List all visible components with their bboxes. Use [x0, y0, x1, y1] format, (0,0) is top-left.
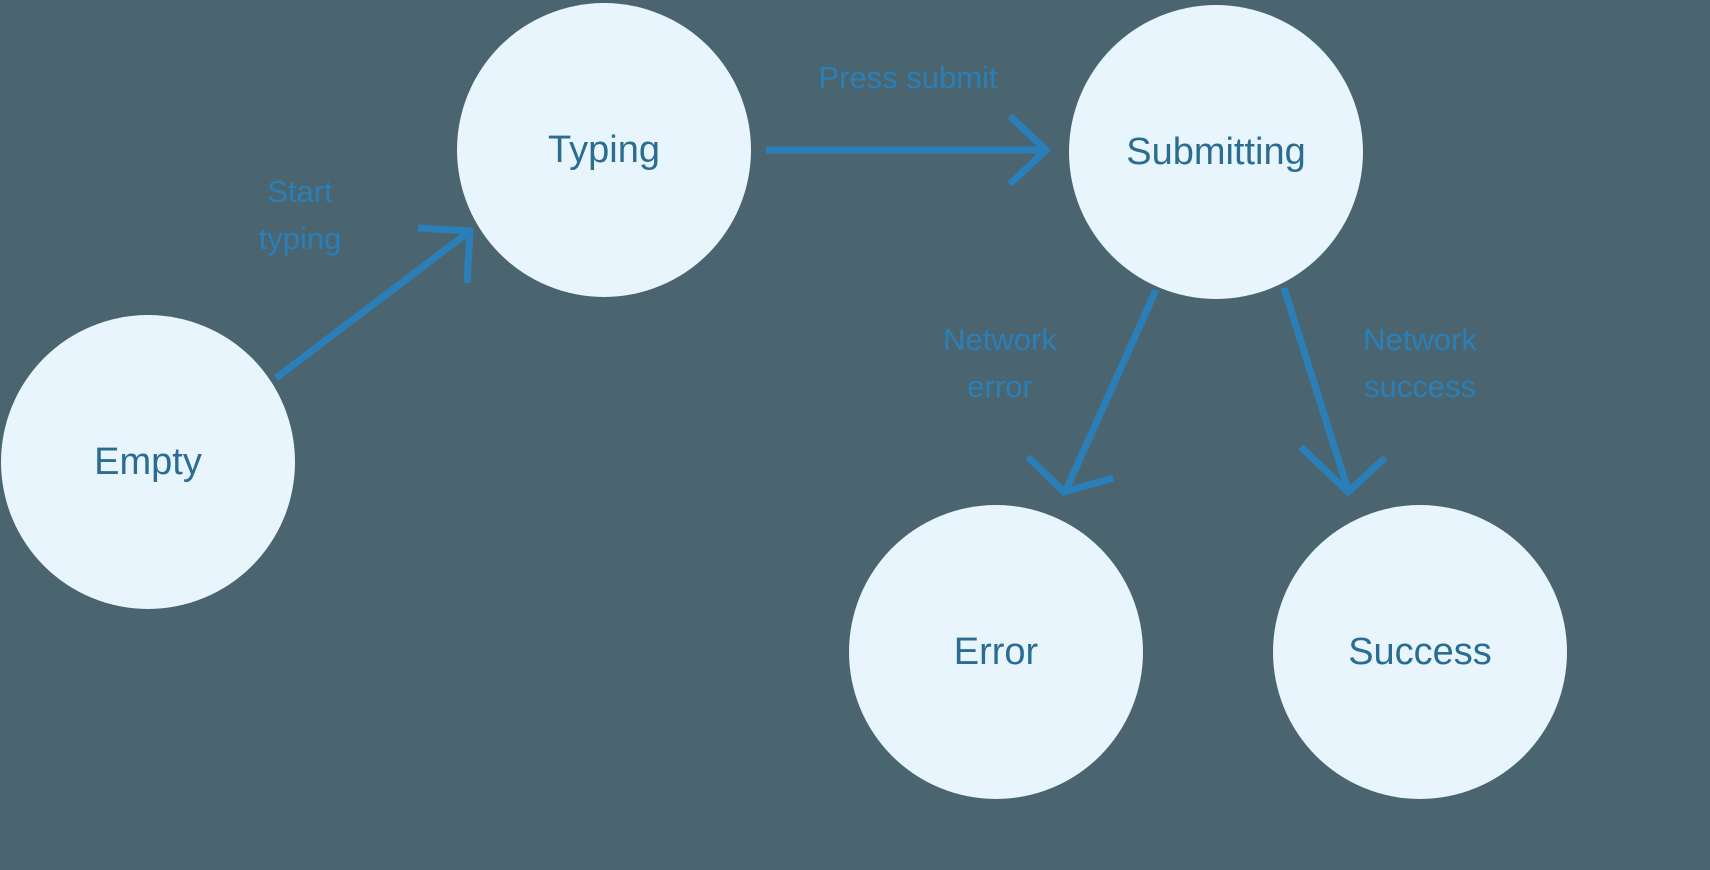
edge-submitting-to-error [1025, 288, 1160, 496]
node-error-circle[interactable] [849, 505, 1143, 799]
edge-submitting-to-success [1280, 286, 1388, 497]
node-success-circle[interactable] [1273, 505, 1567, 799]
edge-label-press-submit: Press submit [818, 60, 998, 95]
arrowhead-typing-to-submitting [1007, 113, 1052, 187]
node-submitting-circle[interactable] [1069, 5, 1363, 299]
node-success-label: Success [1348, 631, 1492, 673]
edge-line-submitting-to-success [1280, 286, 1352, 492]
edge-line-empty-to-typing [273, 231, 469, 381]
edge-label-start-typing-line1: Start [267, 174, 333, 209]
node-error-label: Error [954, 631, 1039, 673]
node-submitting[interactable]: Submitting [1069, 5, 1363, 299]
edge-label-start-typing-line2: typing [259, 221, 342, 256]
edge-label-network-success-line1: Network [1363, 322, 1477, 357]
node-submitting-label: Submitting [1126, 131, 1306, 173]
arrowhead-empty-to-typing [417, 224, 474, 284]
edge-label-network-error-line1: Network [943, 322, 1057, 357]
node-error[interactable]: Error [849, 505, 1143, 799]
edge-typing-to-submitting [766, 113, 1052, 187]
node-typing-label: Typing [548, 129, 660, 171]
arrowhead-submitting-to-error [1025, 454, 1114, 496]
edge-label-network-error-line2: error [967, 369, 1032, 404]
node-empty-circle[interactable] [1, 315, 295, 609]
edge-label-network-success-line2: success [1364, 369, 1476, 404]
node-typing-circle[interactable] [457, 3, 751, 297]
arrowhead-submitting-to-success [1298, 444, 1388, 497]
node-empty[interactable]: Empty [1, 315, 295, 609]
edge-line-submitting-to-error [1062, 288, 1160, 492]
node-typing[interactable]: Typing [457, 3, 751, 297]
node-empty-label: Empty [94, 441, 202, 483]
node-success[interactable]: Success [1273, 505, 1567, 799]
edge-empty-to-typing [273, 224, 474, 381]
